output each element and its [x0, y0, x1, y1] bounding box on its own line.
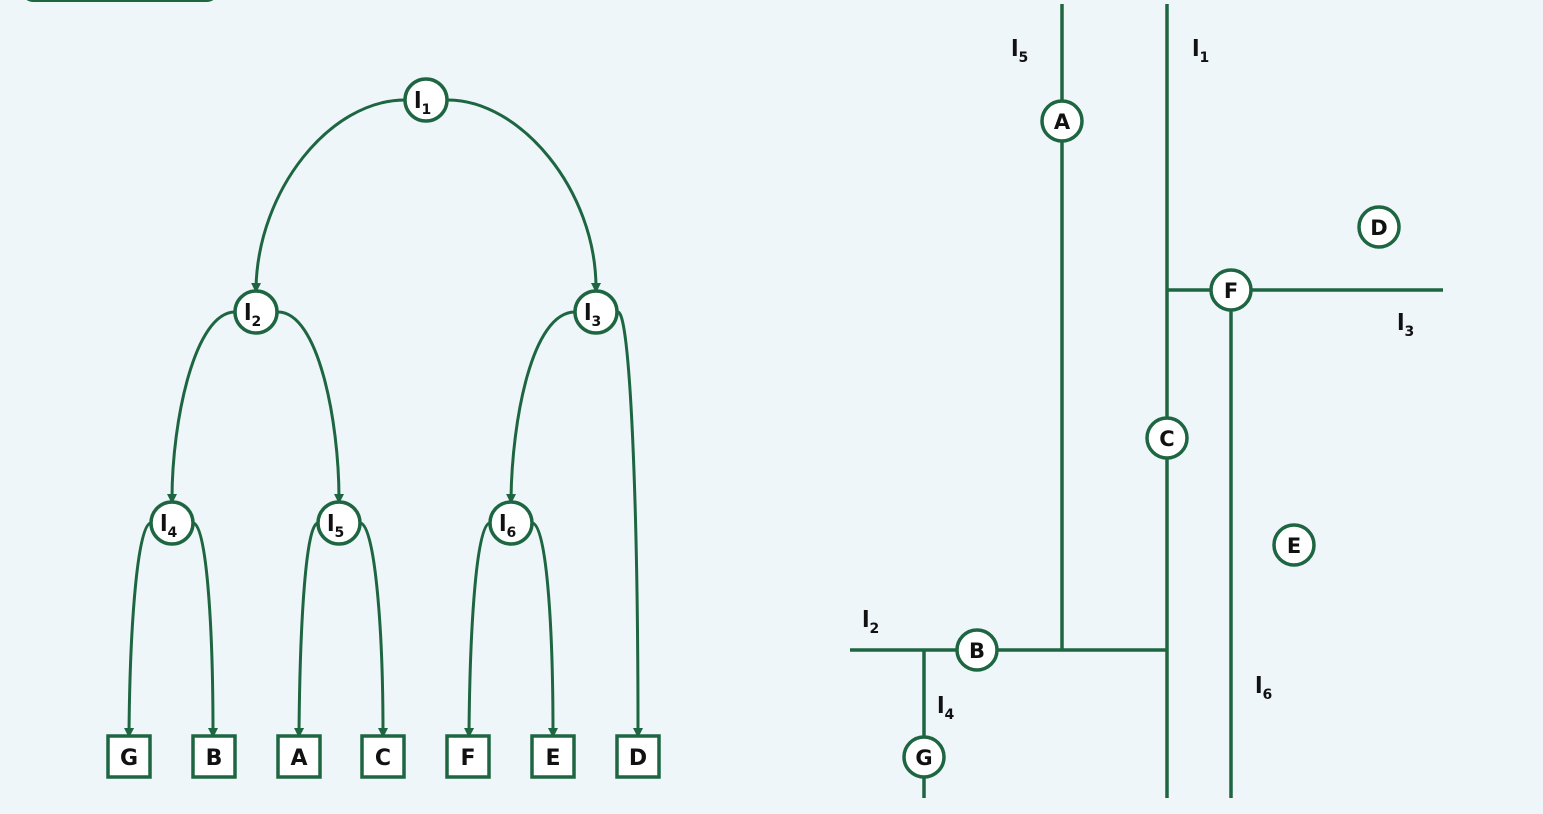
- leaf-label: E: [545, 746, 560, 771]
- point-e: E: [1272, 523, 1316, 567]
- point-label: E: [1287, 534, 1301, 558]
- line-label-l3: l3: [1397, 311, 1414, 340]
- point-label: C: [1159, 427, 1174, 451]
- tree-edge: [617, 310, 643, 738]
- point-label: G: [915, 746, 932, 770]
- point-label: A: [1054, 110, 1071, 134]
- tree-node-l4: l4: [149, 500, 195, 546]
- tree-leaf-d: D: [615, 734, 661, 779]
- node-label-sub: 5: [335, 525, 345, 541]
- tree-leaf-b: B: [191, 734, 237, 779]
- svg-text:l1: l1: [414, 89, 431, 118]
- point-d: D: [1357, 205, 1401, 249]
- point-f: F: [1209, 268, 1253, 312]
- tree-edge: [447, 98, 601, 293]
- tree-node-l1: l1: [403, 77, 449, 123]
- line-label-l2: l2: [862, 608, 879, 637]
- node-label-base: l: [244, 301, 252, 326]
- tree-node-l6: l6: [488, 500, 534, 546]
- tree-node-l5: l5: [316, 500, 362, 546]
- node-label-base: l: [327, 512, 335, 537]
- tree-leaf-g: G: [106, 734, 152, 779]
- node-label-sub: 4: [168, 525, 178, 541]
- tree-node-l2: l2: [233, 289, 279, 335]
- tree-node-l3: l3: [573, 289, 619, 335]
- point-a: A: [1040, 99, 1084, 143]
- tree-edge: [359, 521, 388, 738]
- tree-edge: [294, 521, 319, 738]
- partition-diagram: l1 l2 l3 l4 l5 l6 A B C D E F: [850, 4, 1443, 798]
- point-label: B: [969, 639, 985, 663]
- svg-text:l5: l5: [327, 512, 344, 541]
- node-label-sub: 6: [507, 525, 517, 541]
- svg-text:l6: l6: [499, 512, 516, 541]
- point-g: G: [902, 735, 946, 779]
- line-label-l6: l6: [1255, 674, 1272, 703]
- leaf-label: B: [206, 746, 223, 771]
- point-c: C: [1145, 416, 1189, 460]
- tree-edge: [167, 310, 236, 504]
- tree-edge: [464, 521, 491, 738]
- node-label-sub: 2: [252, 314, 262, 330]
- tree-edge: [251, 98, 406, 293]
- top-pill-shape: [26, 0, 214, 2]
- point-label: D: [1370, 216, 1387, 240]
- tree-diagram: l1 l2 l3 l4 l5 l6 G B: [106, 77, 661, 779]
- line-label-l5: l5: [1011, 37, 1028, 66]
- svg-text:l3: l3: [584, 301, 601, 330]
- node-label-base: l: [499, 512, 507, 537]
- leaf-label: F: [460, 746, 475, 771]
- svg-text:l2: l2: [244, 301, 261, 330]
- tree-edge: [192, 521, 218, 738]
- line-label-l4: l4: [937, 694, 955, 723]
- point-label: F: [1224, 279, 1238, 303]
- tree-edge: [277, 310, 344, 504]
- svg-text:l4: l4: [160, 512, 178, 541]
- tree-edge: [531, 521, 558, 738]
- tree-edge: [124, 521, 152, 738]
- node-label-base: l: [414, 89, 422, 114]
- node-label-sub: 1: [422, 102, 432, 118]
- tree-edge: [506, 310, 576, 504]
- tree-leaf-f: F: [445, 734, 491, 779]
- leaf-label: C: [375, 746, 391, 771]
- leaf-label: A: [290, 746, 307, 771]
- point-b: B: [955, 628, 999, 672]
- tree-leaf-c: C: [360, 734, 406, 779]
- node-label-sub: 3: [592, 314, 602, 330]
- leaf-label: G: [120, 746, 138, 771]
- tree-leaf-a: A: [276, 734, 322, 779]
- line-label-l1: l1: [1192, 37, 1209, 66]
- node-label-base: l: [160, 512, 168, 537]
- tree-leaf-e: E: [530, 734, 576, 779]
- node-label-base: l: [584, 301, 592, 326]
- leaf-label: D: [629, 746, 647, 771]
